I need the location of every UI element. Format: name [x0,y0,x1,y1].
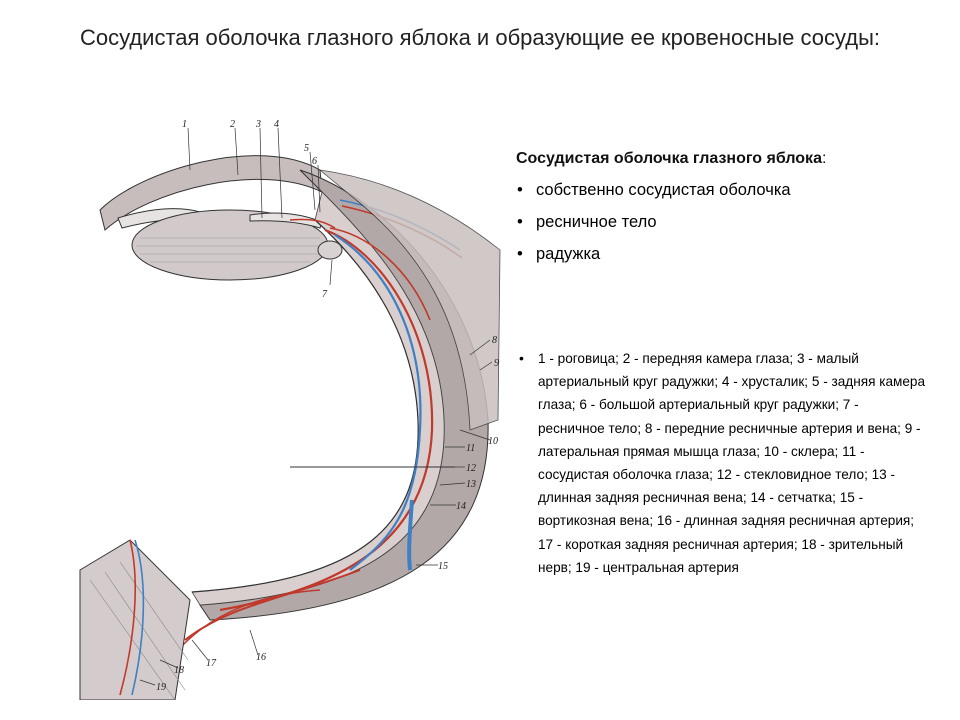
fig-label-1: 1 [182,119,187,130]
vorticose-vein [407,499,414,571]
fig-label-13: 13 [466,479,476,490]
fig-label-5: 5 [304,143,309,154]
fig-label-17: 17 [206,658,217,669]
list-item: собственно сосудистая оболочка [516,174,926,206]
ciliary-body [317,240,343,260]
lens-stripes [136,237,324,263]
fig-label-18: 18 [174,665,184,676]
choroid-heading-text: Сосудистая оболочка глазного яблока [516,150,822,167]
fig-label-3: 3 [255,119,261,130]
fig-label-19: 19 [156,682,166,693]
central-artery [119,539,136,696]
fig-label-4: 4 [274,119,279,130]
long-posterior-ciliary-vein [334,234,422,571]
central-vein [131,539,145,696]
choroid-heading: Сосудистая оболочка глазного яблока: [516,150,926,168]
fig-label-6: 6 [312,156,317,167]
optic-nerve [79,539,191,701]
fig-label-12: 12 [466,463,476,474]
artery-branch-b [289,218,336,229]
fig-label-7: 7 [322,289,328,300]
fig-label-16: 16 [256,652,266,663]
iris-right [249,212,323,229]
fig-label-9: 9 [494,358,499,369]
fig-label-15: 15 [438,561,448,572]
eye-diagram: 1 2 3 4 5 6 7 8 9 10 11 12 13 14 15 16 1… [60,100,510,701]
eye-cross-section-svg: 1 2 3 4 5 6 7 8 9 10 11 12 13 14 15 16 1… [79,119,501,701]
optic-nerve-stripes [89,561,189,701]
artery-branch-a [329,227,431,321]
choroid-parts-list: собственно сосудистая оболочка ресничное… [516,174,926,270]
list-item: ресничное тело [516,206,926,238]
fig-label-8: 8 [492,335,497,346]
list-item: радужка [516,238,926,270]
long-posterior-ciliary-artery [219,228,434,612]
retina [191,219,419,593]
fig-label-14: 14 [456,501,466,512]
leader-lines [139,127,493,686]
fig-label-2: 2 [230,119,235,130]
fig-label-11: 11 [466,443,475,454]
text-panel: Сосудистая оболочка глазного яблока: соб… [516,150,926,270]
fig-label-10: 10 [488,436,498,447]
slide-title: Сосудистая оболочка глазного яблока и об… [79,25,881,50]
figure-legend: 1 - роговица; 2 - передняя камера глаза;… [516,347,928,579]
lateral-rectus-muscle [318,169,501,431]
heading-colon: : [821,150,827,167]
